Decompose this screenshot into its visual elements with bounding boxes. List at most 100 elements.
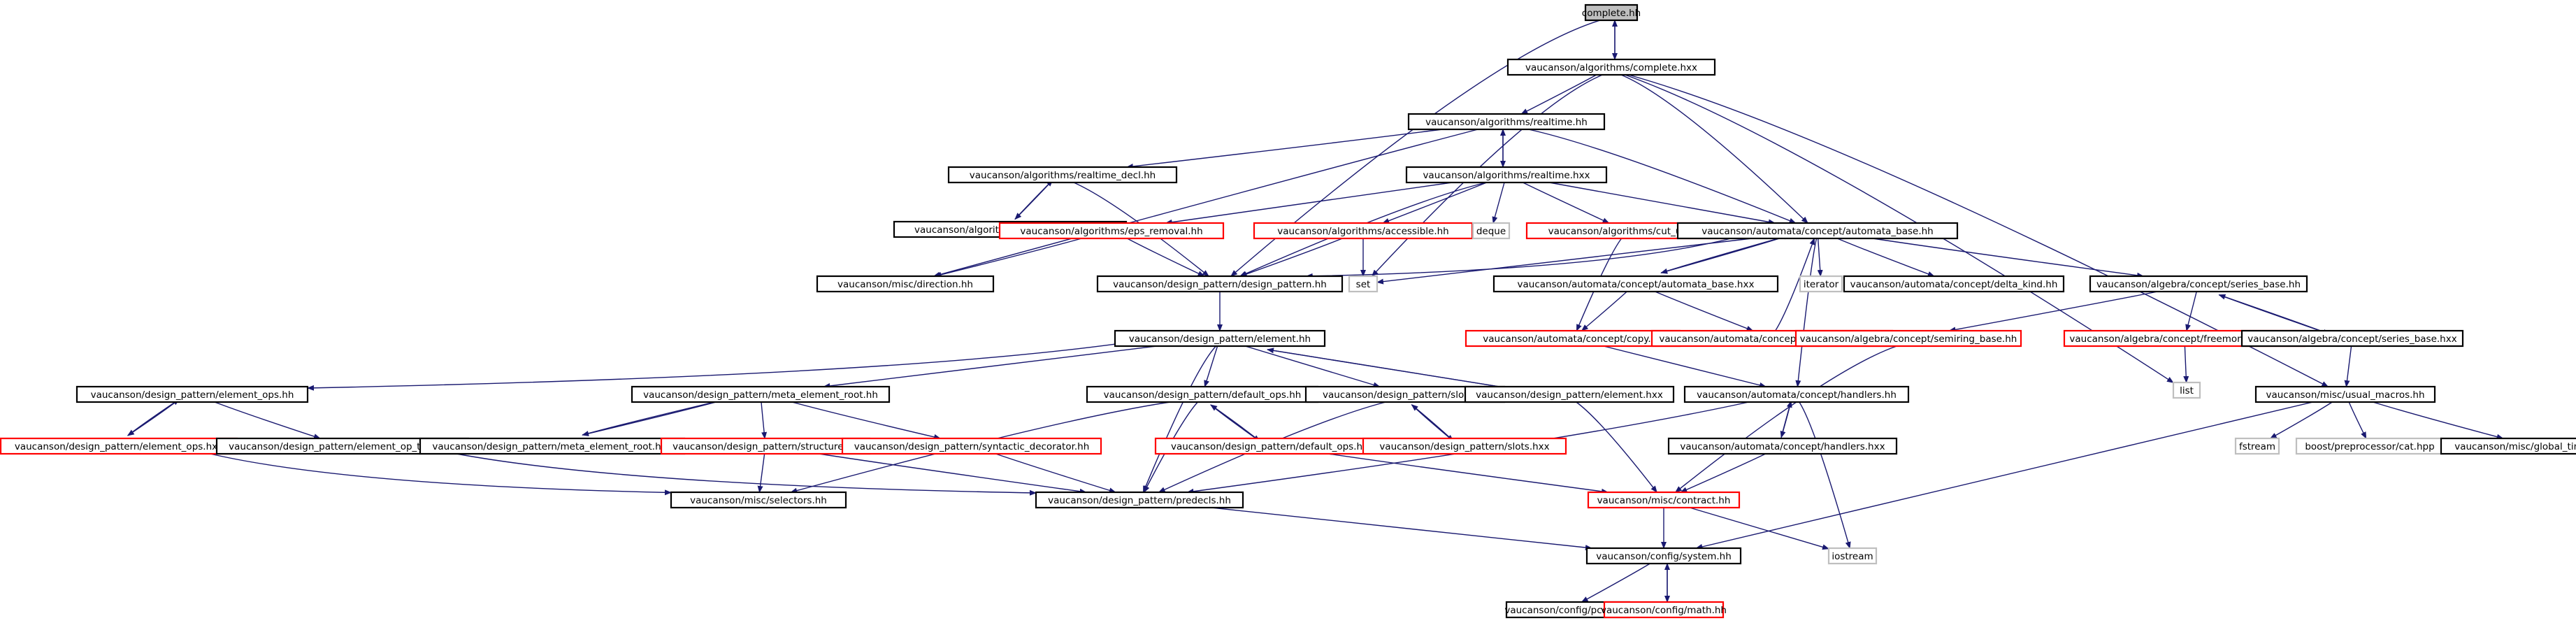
graph-node-aut-delta-kind-hh[interactable]: vaucanson/automata/concept/delta_kind.hh <box>1843 275 2065 293</box>
edge-alg_series_base_hxx-to-alg_series_base_hh <box>2218 294 2330 335</box>
graph-node-misc-selectors-hh[interactable]: vaucanson/misc/selectors.hh <box>670 491 847 509</box>
node-box <box>1506 58 1716 76</box>
graph-node-aut-handlers-hxx[interactable]: vaucanson/automata/concept/handlers.hxx <box>1667 437 1898 455</box>
node-label: vaucanson/design_pattern/meta_element_ro… <box>643 389 878 401</box>
node-box <box>1348 275 1379 293</box>
node-label: vaucanson/algorithms/realtime_decl.hh <box>970 170 1156 181</box>
graph-node-alg-eps-removal-hh[interactable]: vaucanson/algorithms/eps_removal.hh <box>998 222 1225 240</box>
node-label: vaucanson/design_pattern/default_ops.hxx <box>1171 441 1374 452</box>
edge-dp_default_ops_hh-to-dp_predecls_hh <box>1143 401 1198 493</box>
edge-dp_structure_hh-to-misc_selectors_hh <box>757 453 765 493</box>
node-box <box>1096 275 1344 293</box>
graph-node-aut-automata-base-hxx[interactable]: vaucanson/automata/concept/automata_base… <box>1492 275 1779 293</box>
edge-dp_structure_hh-to-dp_predecls_hh <box>819 453 1087 494</box>
graph-node-config-math-hh[interactable]: vaucanson/config/math.hh <box>1601 601 1727 619</box>
graph-node-aut-copy-hh[interactable]: vaucanson/automata/concept/copy.hh <box>1465 329 1681 348</box>
edge-alg_realtime_hxx-to-alg_cut_up_hh <box>1523 182 1610 224</box>
node-label: complete.hh <box>1582 8 1641 19</box>
graph-node-config-system-hh[interactable]: vaucanson/config/system.hh <box>1585 547 1742 565</box>
node-label: vaucanson/algebra/concept/series_base.hh <box>2096 279 2301 290</box>
node-box <box>1799 275 1843 293</box>
node-box <box>1587 491 1741 509</box>
node-box <box>1667 437 1898 455</box>
node-label: vaucanson/design_pattern/predecls.hh <box>1048 495 1231 506</box>
graph-node-misc-direction-hh[interactable]: vaucanson/misc/direction.hh <box>816 275 995 293</box>
graph-node-alg-accessible-hh[interactable]: vaucanson/algorithms/accessible.hh <box>1253 222 1474 240</box>
node-box <box>1843 275 2065 293</box>
node-box <box>1676 222 1959 240</box>
edge-alg_eps_removal_hh-to-dp_design_pattern_hh <box>1127 238 1205 277</box>
edge-dp_element_hxx-to-misc_contract_hh <box>1576 401 1657 493</box>
node-box <box>816 275 995 293</box>
node-box <box>1464 385 1675 403</box>
node-label: vaucanson/algorithms/eps_removal.hh <box>1020 226 1202 237</box>
edge-alg_series_base_hh-to-alg_semiring_base_hh <box>1948 291 2158 333</box>
node-label: vaucanson/misc/direction.hh <box>837 279 973 290</box>
node-label: vaucanson/config/system.hh <box>1596 551 1732 562</box>
edge-dp_meta_element_root_hh-to-dp_syntactic_decorator_hh <box>791 401 942 440</box>
node-label: vaucanson/algorithms/realtime.hxx <box>1423 170 1590 181</box>
graph-node-iterator: iterator <box>1799 275 1843 293</box>
graph-node-aut-handlers-hh[interactable]: vaucanson/automata/concept/handlers.hh <box>1683 385 1910 403</box>
graph-node-alg-complete-hxx[interactable]: vaucanson/algorithms/complete.hxx <box>1506 58 1716 76</box>
node-label: vaucanson/design_pattern/default_ops.hh <box>1104 389 1302 401</box>
edge-dp_element_ops_hxx-to-misc_selectors_hh <box>210 453 672 496</box>
graph-node-boost-cat-hpp: boost/preprocessor/cat.hpp <box>2295 437 2445 455</box>
graph-node-alg-realtime-decl-hh[interactable]: vaucanson/algorithms/realtime_decl.hh <box>947 166 1178 184</box>
graph-node-dp-element-ops-hxx[interactable]: vaucanson/design_pattern/element_ops.hxx <box>0 437 238 455</box>
edge-dp_element_ops_hxx-to-dp_element_ops_hh <box>127 399 180 436</box>
node-label: vaucanson/config/pconf.hh <box>1504 605 1631 616</box>
node-label: vaucanson/algorithms/realtime.hh <box>1425 117 1588 128</box>
edge-aut_automata_base_hh-to-dp_design_pattern_hh <box>1305 238 1732 279</box>
graph-node-dp-default-ops-hxx[interactable]: vaucanson/design_pattern/default_ops.hxx <box>1154 437 1390 455</box>
graph-node-dp-element-op-traits-hh[interactable]: vaucanson/design_pattern/element_op_trai… <box>215 437 470 455</box>
edge-aut_automata_base_hxx-to-aut_automata_base_hh <box>1660 234 1791 273</box>
edge-aut_automata_base_hh-to-set <box>1376 238 1752 285</box>
graph-node-dp-slots-hxx[interactable]: vaucanson/design_pattern/slots.hxx <box>1362 437 1567 455</box>
graph-node-misc-usual-macros-hh[interactable]: vaucanson/misc/usual_macros.hh <box>2254 385 2436 403</box>
node-box <box>1114 329 1326 348</box>
graph-node-alg-realtime-hh[interactable]: vaucanson/algorithms/realtime.hh <box>1407 113 1606 131</box>
edge-aut_copy_hh-to-aut_handlers_hh <box>1603 345 1766 388</box>
graph-node-misc-global-timer-hh[interactable]: vaucanson/misc/global_timer.hh <box>2440 437 2576 455</box>
graph-node-dp-syntactic-decorator-hh[interactable]: vaucanson/design_pattern/syntactic_decor… <box>841 437 1102 455</box>
graph-node-dp-predecls-hh[interactable]: vaucanson/design_pattern/predecls.hh <box>1035 491 1244 509</box>
node-label: fstream <box>2239 441 2275 452</box>
graph-node-misc-contract-hh[interactable]: vaucanson/misc/contract.hh <box>1587 491 1741 509</box>
graph-node-alg-semiring-base-hh[interactable]: vaucanson/algebra/concept/semiring_base.… <box>1794 329 2022 348</box>
graph-node-dp-element-ops-hh[interactable]: vaucanson/design_pattern/element_ops.hh <box>75 385 309 403</box>
node-label: vaucanson/misc/usual_macros.hh <box>2266 389 2424 401</box>
graph-node-alg-realtime-hxx[interactable]: vaucanson/algorithms/realtime.hxx <box>1405 166 1608 184</box>
graph-node-alg-series-base-hxx[interactable]: vaucanson/algebra/concept/series_base.hx… <box>2240 329 2464 348</box>
node-label: iostream <box>1832 551 1873 562</box>
edge-misc_usual_macros_hh-to-fstream <box>2269 401 2333 439</box>
graph-node-dp-structure-hh[interactable]: vaucanson/design_pattern/structure.hh <box>660 437 871 455</box>
graph-node-dp-design-pattern-hh[interactable]: vaucanson/design_pattern/design_pattern.… <box>1096 275 1344 293</box>
node-label: vaucanson/automata/concept/automata_base… <box>1518 279 1755 290</box>
edge-dp_meta_element_root_hxx-to-dp_meta_element_root_hh <box>582 397 730 436</box>
node-box <box>1405 166 1608 184</box>
node-label: vaucanson/algebra/concept/series_base.hx… <box>2247 334 2456 345</box>
edge-config_system_hh-to-config_pconf_hh <box>1581 563 1650 603</box>
edge-dp_default_ops_hxx-to-dp_default_ops_hh <box>1210 404 1260 442</box>
node-label: vaucanson/automata/concept/delta_kind.hh <box>1850 279 2058 290</box>
graph-node-dp-element-hh[interactable]: vaucanson/design_pattern/element.hh <box>1114 329 1326 348</box>
graph-node-config-pconf-hh[interactable]: vaucanson/config/pconf.hh <box>1504 601 1632 619</box>
graph-node-complete-hh[interactable]: complete.hh <box>1582 3 1641 22</box>
node-label: vaucanson/automata/concept/automata_base… <box>1701 226 1933 237</box>
edge-alg_accessible_hh-to-dp_design_pattern_hh <box>1239 238 1343 277</box>
graph-node-dp-default-ops-hh[interactable]: vaucanson/design_pattern/default_ops.hh <box>1086 385 1319 403</box>
edge-aut_automata_ops_hh-to-aut_automata_base_hh <box>1775 238 1815 331</box>
graph-node-dp-element-hxx[interactable]: vaucanson/design_pattern/element.hxx <box>1464 385 1675 403</box>
edge-aut_automata_base_hh-to-iterator <box>1817 238 1823 277</box>
graph-node-dp-meta-element-root-hxx[interactable]: vaucanson/design_pattern/meta_element_ro… <box>419 437 686 455</box>
edge-alg_realtime_hxx-to-dp_design_pattern_hh <box>1239 182 1487 277</box>
edge-alg_series_base_hh-to-alg_freemonoid_base_hh <box>2185 291 2197 331</box>
node-label: vaucanson/automata/concept/handlers.hh <box>1697 389 1897 401</box>
graph-node-aut-automata-base-hh[interactable]: vaucanson/automata/concept/automata_base… <box>1676 222 1959 240</box>
node-label: vaucanson/algebra/concept/semiring_base.… <box>1800 334 2017 345</box>
graph-node-dp-meta-element-root-hh[interactable]: vaucanson/design_pattern/meta_element_ro… <box>631 385 891 403</box>
node-box <box>2089 275 2308 293</box>
graph-node-alg-series-base-hh[interactable]: vaucanson/algebra/concept/series_base.hh <box>2089 275 2308 293</box>
edge-dp_syntactic_decorator_hh-to-dp_predecls_hh <box>995 453 1116 494</box>
